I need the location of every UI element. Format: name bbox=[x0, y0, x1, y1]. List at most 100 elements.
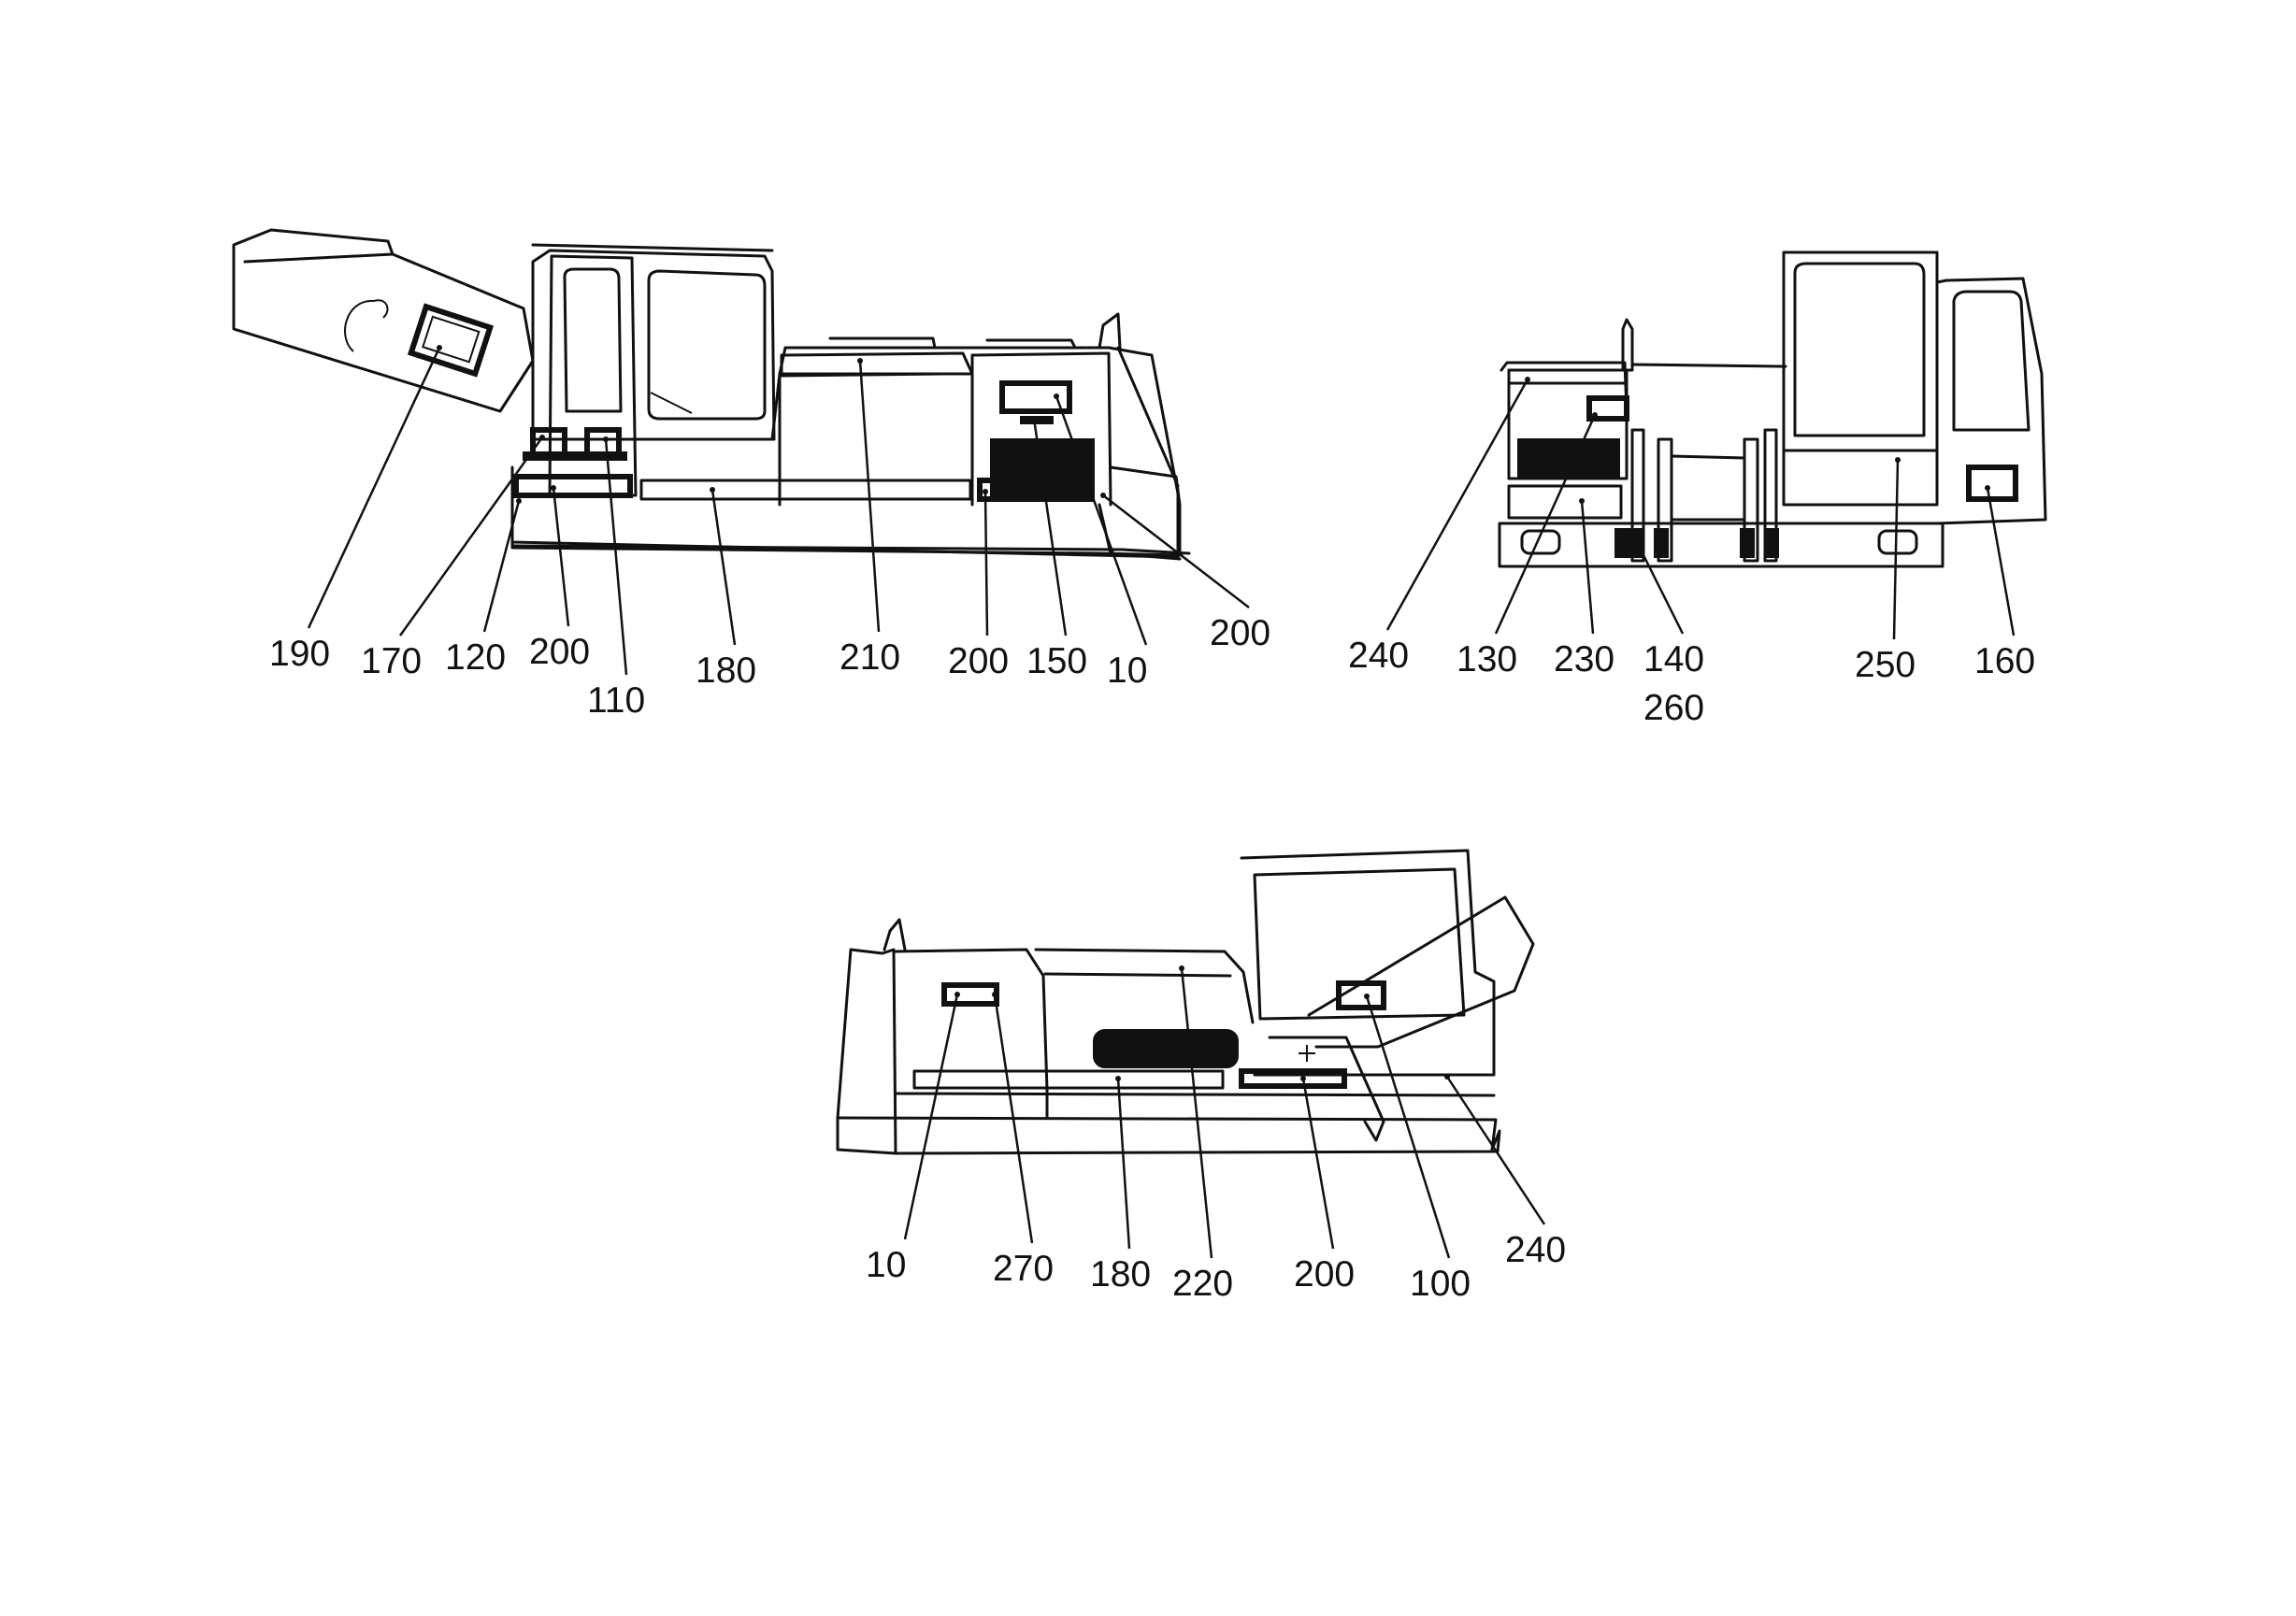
rear-view bbox=[1498, 250, 2047, 568]
leader-dot-140 bbox=[1629, 530, 1635, 536]
engine-hood bbox=[780, 351, 974, 378]
plate-160 bbox=[1966, 465, 2018, 502]
leader-line-240 bbox=[1385, 379, 1529, 631]
leader-dot-10 bbox=[1054, 393, 1059, 399]
leader-line-110 bbox=[604, 438, 628, 676]
leader-line-220 bbox=[1180, 967, 1213, 1259]
callout-label-10: 10 bbox=[1107, 651, 1147, 691]
leader-line-230 bbox=[1580, 500, 1595, 635]
boom-decal-190 bbox=[407, 303, 495, 378]
leader-line-180 bbox=[1116, 1078, 1131, 1250]
leader-line-200 bbox=[1301, 1078, 1335, 1250]
callout-label-140: 140 bbox=[1643, 639, 1704, 679]
rs-boom bbox=[1307, 895, 1535, 1049]
callout-label-270: 270 bbox=[993, 1249, 1054, 1289]
callout-label-150: 150 bbox=[1026, 641, 1087, 681]
door-window bbox=[563, 267, 623, 413]
callout-label-200: 200 bbox=[529, 632, 590, 672]
callout-label-110: 110 bbox=[587, 680, 645, 721]
leader-line-160 bbox=[1986, 487, 2016, 636]
leader-line-190 bbox=[307, 347, 441, 629]
callout-label-240: 240 bbox=[1348, 636, 1409, 676]
callout-label-180: 180 bbox=[1090, 1254, 1151, 1294]
leader-dot-200 bbox=[551, 485, 556, 491]
leader-line-270 bbox=[993, 994, 1034, 1244]
block-140 bbox=[1614, 528, 1644, 558]
callout-label-220: 220 bbox=[1172, 1264, 1233, 1304]
rs-counterweight bbox=[836, 948, 897, 1155]
rear-cab-door bbox=[1935, 277, 2047, 525]
leader-line-140 bbox=[1630, 532, 1685, 635]
leader-line-130 bbox=[1494, 414, 1597, 635]
boom-outline bbox=[232, 228, 535, 413]
leader-line-120 bbox=[482, 500, 521, 633]
rear-cab-window bbox=[1793, 262, 1926, 437]
plate-150-strip bbox=[1020, 416, 1054, 424]
callout-label-210: 210 bbox=[839, 637, 900, 678]
leader-dot-250 bbox=[1895, 457, 1901, 463]
leader-dot-270 bbox=[992, 992, 997, 997]
cab-window bbox=[647, 269, 767, 421]
leader-dot-120 bbox=[516, 498, 522, 504]
plate-130 bbox=[1586, 395, 1629, 422]
handrail-200b bbox=[977, 478, 1054, 502]
rs-handrail-180 bbox=[912, 1069, 1225, 1090]
leader-dot-150 bbox=[1031, 416, 1037, 422]
handrail-200 bbox=[513, 474, 633, 498]
callout-label-180: 180 bbox=[696, 651, 756, 691]
callout-label-160: 160 bbox=[1974, 641, 2035, 681]
leader-dot-190 bbox=[437, 345, 442, 350]
right-side-view bbox=[836, 849, 1535, 1155]
rear-base bbox=[1498, 522, 1944, 568]
leader-line-10 bbox=[1055, 395, 1148, 646]
handrail-180 bbox=[639, 479, 972, 501]
leader-dot-200 bbox=[1300, 1076, 1306, 1081]
plate-strip bbox=[523, 451, 627, 461]
callout-label-200: 200 bbox=[1210, 613, 1270, 653]
leader-dot-200 bbox=[983, 489, 988, 494]
leader-line-200 bbox=[1102, 494, 1250, 608]
leader-dot-110 bbox=[603, 436, 609, 442]
leader-dot-200 bbox=[1100, 493, 1106, 498]
leader-dot-180 bbox=[710, 487, 715, 493]
rs-grille bbox=[1093, 1029, 1239, 1068]
plate-110 bbox=[584, 427, 622, 457]
callout-label-250: 250 bbox=[1855, 645, 1916, 685]
rs-handrail-200 bbox=[1239, 1068, 1347, 1089]
rs-exhaust bbox=[883, 918, 907, 951]
plate-270 bbox=[941, 982, 999, 1007]
rs-cab bbox=[1240, 849, 1496, 1077]
callout-label-190: 190 bbox=[269, 634, 330, 674]
leader-dot-240 bbox=[1525, 377, 1530, 382]
rear-grille bbox=[1517, 438, 1620, 478]
callout-label-10: 10 bbox=[866, 1245, 906, 1285]
callout-label-170: 170 bbox=[361, 641, 422, 681]
callout-label-240: 240 bbox=[1505, 1230, 1566, 1270]
plate-100 bbox=[1336, 980, 1386, 1010]
leader-line-10 bbox=[903, 994, 959, 1240]
leader-line-200 bbox=[983, 491, 989, 636]
leader-dot-170 bbox=[539, 435, 545, 440]
left-side-view bbox=[232, 228, 1191, 561]
leader-line-100 bbox=[1365, 995, 1451, 1259]
leader-line-240 bbox=[1445, 1076, 1546, 1225]
leader-line-200 bbox=[552, 487, 570, 627]
rs-cab-window bbox=[1253, 867, 1466, 1021]
leader-dot-160 bbox=[1985, 485, 1990, 491]
callout-label-130: 130 bbox=[1457, 639, 1517, 679]
callout-label-200: 200 bbox=[1294, 1254, 1355, 1294]
leader-line-150 bbox=[1032, 418, 1068, 636]
leader-line-180 bbox=[710, 489, 737, 646]
leader-line-210 bbox=[858, 360, 881, 633]
leader-line-170 bbox=[398, 436, 544, 636]
callout-label-260: 260 bbox=[1643, 688, 1704, 728]
leader-dot-10 bbox=[954, 992, 960, 997]
leader-dot-130 bbox=[1592, 412, 1598, 418]
leader-dot-100 bbox=[1364, 994, 1370, 999]
rear-exhaust bbox=[1621, 318, 1634, 372]
rear-cab bbox=[1782, 250, 1939, 507]
callout-label-120: 120 bbox=[445, 637, 506, 678]
